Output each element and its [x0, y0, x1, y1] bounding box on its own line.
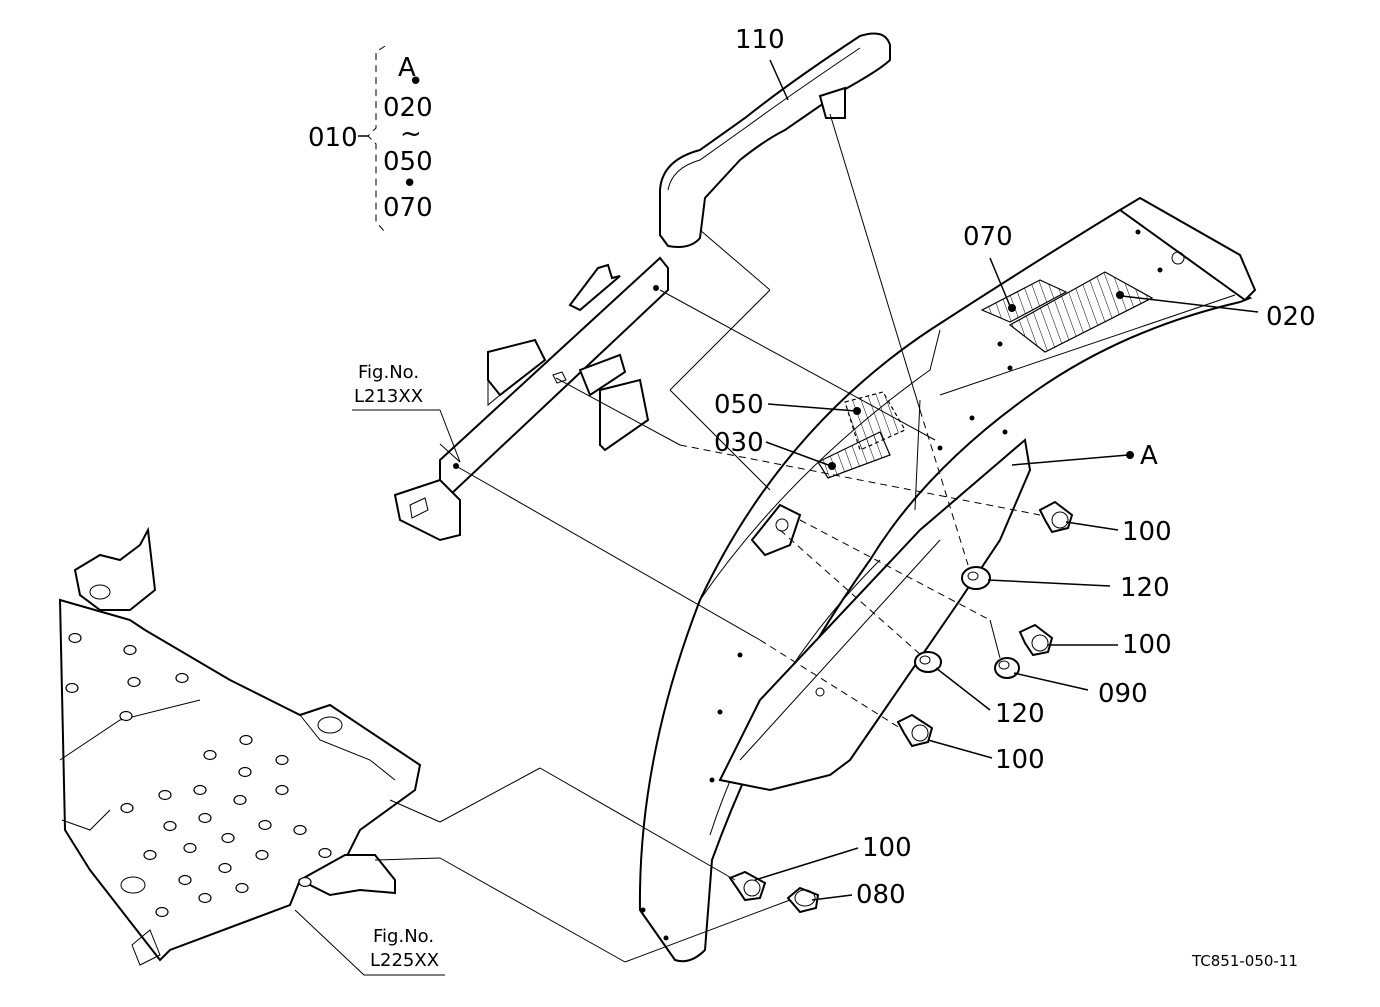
group-separator-dot-2: • [402, 169, 417, 199]
bolt-100-bottom [728, 870, 767, 902]
bolt-100-lower [896, 713, 934, 748]
callout-120-upper: 120 [1120, 573, 1170, 603]
mounting-hole [198, 892, 212, 904]
mounting-hole [258, 819, 272, 831]
bolt-100-middle [1018, 623, 1054, 657]
fender-panel [638, 196, 1257, 963]
mounting-hole [293, 824, 307, 836]
callout-100-middle: 100 [1122, 630, 1172, 660]
mounting-hole [275, 754, 289, 766]
decal-020 [1008, 271, 1154, 353]
cushion-120-upper [961, 566, 991, 590]
mounting-hole [198, 812, 212, 824]
callout-100-bottom: 100 [862, 833, 912, 863]
mounting-hole [239, 734, 253, 746]
callout-090: 090 [1098, 679, 1148, 709]
floor-step-plate [58, 526, 422, 966]
mounting-hole [163, 820, 177, 832]
fig-ref-title: Fig.No. [358, 362, 419, 383]
mounting-hole [68, 632, 82, 644]
mounting-hole [120, 802, 134, 814]
fig-ref-l225xx: Fig.No. L225XX [370, 926, 439, 971]
mounting-hole [221, 832, 235, 844]
mounting-hole [275, 784, 289, 796]
group-separator-tilde: ~ [400, 119, 422, 149]
callout-a: A [1140, 441, 1158, 471]
nut-090 [994, 657, 1020, 679]
mounting-hole [218, 862, 232, 874]
group-item-020: 020 [383, 93, 433, 123]
grab-handle-part-110 [659, 32, 891, 248]
mounting-hole [178, 874, 192, 886]
fig-ref-l213xx: Fig.No. L213XX [354, 362, 423, 407]
callout-100-upper: 100 [1122, 517, 1172, 547]
mounting-hole [318, 847, 332, 859]
mounting-hole [119, 710, 133, 722]
callout-080: 080 [856, 880, 906, 910]
callout-110: 110 [735, 25, 785, 55]
fig-ref-code: L213XX [354, 386, 423, 407]
mounting-hole [255, 849, 269, 861]
mounting-hole [183, 842, 197, 854]
fig-ref-code: L225XX [370, 950, 439, 971]
floor-plate-holes [65, 632, 332, 918]
mounting-bracket [393, 256, 669, 542]
group-item-a: A [398, 53, 416, 83]
mounting-hole [235, 882, 249, 894]
callout-050: 050 [714, 390, 764, 420]
group-label-010: 010 [308, 123, 358, 153]
mounting-hole [65, 682, 79, 694]
mounting-hole [155, 906, 169, 918]
group-item-050: 050 [383, 147, 433, 177]
mounting-hole [127, 676, 141, 688]
mounting-hole [143, 849, 157, 861]
mounting-hole [123, 644, 137, 656]
group-separator-dot-1: • [408, 67, 423, 97]
mounting-hole [158, 789, 172, 801]
callout-120-lower: 120 [995, 699, 1045, 729]
decal-050 [844, 391, 906, 451]
cushion-120-lower [914, 651, 942, 673]
mounting-hole [175, 672, 189, 684]
leader-lines [294, 59, 1259, 976]
callout-030: 030 [714, 428, 764, 458]
group-item-070: 070 [383, 193, 433, 223]
part-group-bracket-010: 010 A • 020 ~ 050 • 070 [308, 45, 433, 233]
callout-070: 070 [963, 222, 1013, 252]
mounting-hole [193, 784, 207, 796]
mounting-hole [298, 876, 312, 888]
callout-100-lower: 100 [995, 745, 1045, 775]
callout-labels: 110 070 020 050 030 A 100 120 100 090 12… [714, 25, 1316, 910]
drawing-code: TC851-050-11 [1191, 952, 1298, 970]
bolt-080 [786, 886, 820, 914]
mounting-hole [203, 749, 217, 761]
bolt-100-upper [1038, 500, 1074, 534]
mounting-hole [233, 794, 247, 806]
fig-ref-title: Fig.No. [373, 926, 434, 947]
callout-020: 020 [1266, 302, 1316, 332]
mounting-hole [238, 766, 252, 778]
